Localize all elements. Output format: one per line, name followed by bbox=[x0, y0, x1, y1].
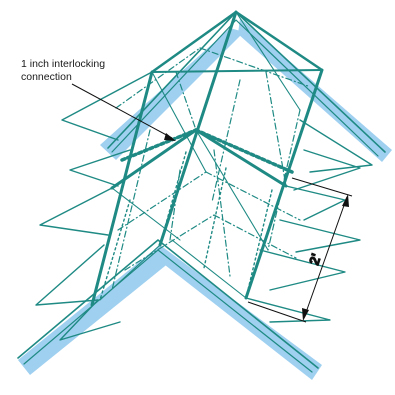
mid-ridge-thick bbox=[110, 128, 198, 190]
triangle-left-5 bbox=[69, 149, 131, 187]
upper-roof-edge-inner bbox=[111, 19, 379, 157]
dimension-arrowhead-top bbox=[342, 194, 349, 207]
hidden-edge bbox=[213, 214, 297, 259]
triangle-right-4 bbox=[245, 297, 331, 323]
hidden-edge bbox=[124, 214, 215, 271]
lower-roof-edge-inner bbox=[23, 249, 313, 373]
triangle-right-5 bbox=[299, 119, 373, 173]
front-panel-ridge bbox=[158, 10, 238, 247]
dotted-edge bbox=[99, 199, 131, 301]
hidden-edge bbox=[175, 71, 197, 131]
lower-right-shadow-band bbox=[160, 245, 322, 380]
hidden-edge bbox=[265, 71, 287, 187]
brace bbox=[235, 11, 301, 111]
dimension-label: 2' bbox=[306, 251, 325, 267]
mid-ridge-thick-right bbox=[194, 128, 288, 188]
dotted-edge bbox=[245, 189, 273, 299]
left-triangles bbox=[35, 71, 153, 341]
dimension-arrowhead-bottom bbox=[302, 308, 309, 321]
brace bbox=[111, 187, 181, 241]
frame-lines bbox=[17, 10, 386, 373]
hidden-edge bbox=[199, 47, 309, 87]
hidden-edge bbox=[115, 47, 201, 109]
dotted-edges bbox=[99, 151, 273, 301]
lower-roof-edge bbox=[17, 239, 319, 369]
callout-label-line1: 1 inch interlocking bbox=[21, 58, 106, 70]
leader-arrowhead bbox=[164, 133, 176, 141]
dimension-extension-bottom bbox=[247, 301, 307, 323]
triangle-right-2 bbox=[279, 219, 361, 253]
brace bbox=[151, 71, 207, 173]
top-panel-bar bbox=[151, 69, 323, 73]
triangle-right-3 bbox=[259, 249, 346, 291]
cross-bracing bbox=[99, 11, 301, 301]
brace bbox=[99, 244, 161, 301]
hidden-edge bbox=[169, 169, 181, 241]
leader-line bbox=[71, 83, 173, 139]
dimension-line bbox=[303, 196, 348, 319]
dimension-extension-top bbox=[291, 177, 353, 197]
triangle-left-3 bbox=[35, 244, 105, 306]
interlock-dotted-left bbox=[120, 128, 198, 162]
dimension-marker: 2' bbox=[247, 177, 353, 323]
hidden-edge bbox=[213, 149, 231, 277]
dotted-edge bbox=[203, 167, 227, 269]
right-triangles bbox=[245, 119, 373, 323]
triangle-left-2 bbox=[39, 187, 113, 236]
hidden-edge bbox=[111, 129, 151, 291]
top-panel-left bbox=[150, 10, 238, 74]
brace bbox=[195, 129, 269, 251]
callout-label-line2: connection bbox=[21, 71, 72, 83]
triangle-left-4 bbox=[59, 299, 121, 341]
front-panel-left-edge bbox=[90, 70, 154, 307]
hidden-edge bbox=[267, 109, 301, 251]
lower-left-shadow-band bbox=[18, 245, 170, 375]
hidden-edge bbox=[205, 171, 301, 221]
callout-leader bbox=[71, 83, 176, 141]
triangle-right-6 bbox=[293, 149, 361, 191]
hidden-edge bbox=[117, 171, 207, 231]
brace bbox=[171, 239, 247, 299]
top-panel-right bbox=[234, 10, 324, 72]
hidden-edge bbox=[211, 79, 241, 203]
triangle-left-1 bbox=[61, 71, 153, 141]
dotted-edge bbox=[159, 151, 187, 246]
interlock-dotted-right bbox=[194, 128, 294, 174]
hidden-edges bbox=[111, 47, 309, 291]
